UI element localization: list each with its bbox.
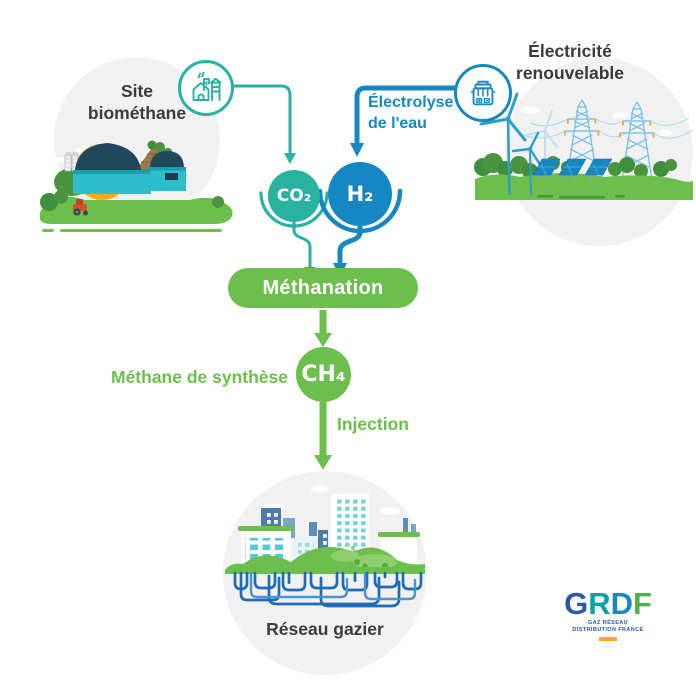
tractor: [73, 199, 88, 216]
ground-line: [60, 229, 222, 232]
electrolysis-label: Électrolyse de l'eau: [368, 94, 454, 132]
renewable-electricity-label: Électricité renouvelable: [516, 41, 624, 83]
ground-bar: [227, 567, 423, 573]
h2-feed-arrowhead: [350, 143, 364, 157]
ground-dash: [42, 229, 54, 232]
clouds: [521, 106, 672, 136]
ground-dash: [615, 195, 625, 198]
silos: [64, 151, 79, 172]
bush: [54, 190, 68, 204]
renewable-electricity-background-circle: [505, 58, 693, 246]
h2-to-methanation-line: [337, 226, 363, 264]
factory-icon: [192, 71, 222, 101]
logo-letter-g: G: [564, 586, 589, 621]
grass-ground: [39, 196, 233, 224]
electrolyzer-device-icon: [470, 80, 496, 106]
large-digester-dome: [73, 143, 151, 194]
ch4-node: CH₄: [296, 347, 351, 402]
solar-panels: [532, 158, 613, 181]
grdf-logo-tagline: GAZ RÉSEAU DISTRIBUTION FRANCE: [572, 620, 644, 633]
ground-dash: [559, 196, 605, 199]
bush: [40, 193, 58, 211]
biomethane-plant-icon: [178, 60, 234, 116]
small-digester-dome: [148, 151, 186, 191]
grdf-logo: GRDF GAZ RÉSEAU DISTRIBUTION FRANCE: [556, 586, 660, 641]
injection-label: Injection: [337, 414, 409, 434]
wind-turbine-small: [511, 131, 541, 196]
co2-node: CO₂: [268, 170, 320, 222]
logo-letter-r: R: [588, 586, 611, 621]
ground-dash: [537, 195, 553, 198]
site-biomethane-label: Site biométhane: [87, 81, 187, 123]
methanation-node: Méthanation: [228, 268, 418, 308]
wind-turbine-large: [479, 92, 527, 196]
bush: [212, 196, 224, 208]
co2-to-methanation-line: [292, 222, 312, 268]
biomethane-site-illustration: [39, 140, 233, 232]
logo-orange-bar: [599, 637, 617, 641]
gas-network-label: Réseau gazier: [266, 619, 384, 639]
gas-pipes: [233, 571, 423, 608]
grass-ground: [475, 173, 693, 200]
methanation-to-ch4-arrowhead: [314, 333, 332, 347]
co2-feed-arrowhead: [284, 153, 296, 164]
co2-feed-line: [233, 84, 292, 154]
ch4-to-network-arrowhead: [314, 455, 332, 470]
grdf-logo-letters: GRDF: [556, 586, 660, 621]
h2-node: H₂: [328, 162, 392, 226]
logo-letter-d: D: [610, 586, 633, 621]
electrolyzer-icon: [454, 64, 512, 122]
gas-pipes-light: [249, 571, 417, 601]
transmission-tower: [564, 99, 600, 173]
logo-letter-f: F: [632, 586, 652, 621]
synthetic-methane-label: Méthane de synthèse: [111, 367, 288, 387]
renewable-electricity-illustration: [474, 92, 694, 200]
gas-network-illustration: [225, 485, 425, 608]
power-wires: [522, 117, 694, 139]
